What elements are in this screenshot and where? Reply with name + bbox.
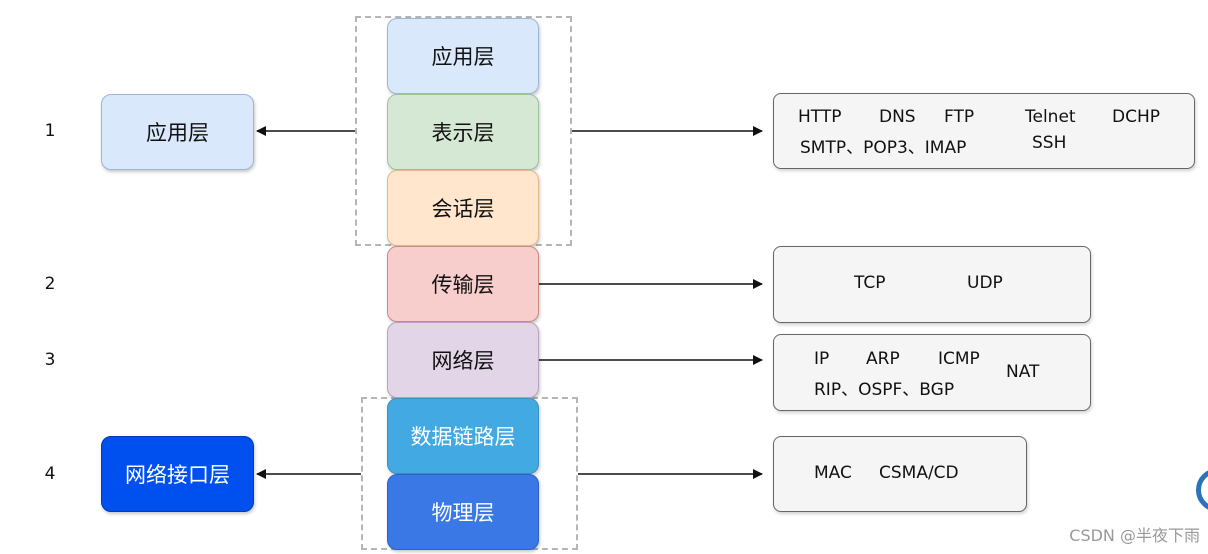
protocol-nat: NAT [1006,362,1040,382]
protocol-icmp: ICMP [938,349,980,369]
transport-protocols-box: TCP UDP [773,246,1091,323]
osi-application-layer: 应用层 [387,18,539,94]
protocol-smtp-pop3-imap: SMTP、POP3、IMAP [800,138,967,158]
protocol-ssh: SSH [1032,133,1067,153]
osi-presentation-layer: 表示层 [387,94,539,170]
link-protocols-box: MAC CSMA/CD [773,436,1027,512]
layer-number-1: 1 [44,121,56,141]
layer-number-3: 3 [44,350,56,370]
protocol-tcp: TCP [854,273,886,293]
network-protocols-box: IP ARP ICMP RIP、OSPF、BGP NAT [773,334,1091,411]
tcpip-network-interface-layer: 网络接口层 [101,436,254,512]
osi-network-layer: 网络层 [387,322,539,398]
tcpip-application-layer: 应用层 [101,94,254,170]
protocol-udp: UDP [967,273,1003,293]
osi-data-link-layer: 数据链路层 [387,398,539,474]
watermark: CSDN @半夜下雨 [1069,526,1200,545]
protocol-dchp: DCHP [1112,107,1160,127]
layer-number-2: 2 [44,274,56,294]
application-protocols-box: HTTP DNS FTP Telnet DCHP SMTP、POP3、IMAP … [773,93,1195,169]
protocol-mac: MAC [814,463,852,483]
osi-session-layer: 会话层 [387,170,539,246]
osi-physical-layer: 物理层 [387,474,539,550]
protocol-csma-cd: CSMA/CD [879,463,959,483]
protocol-ftp: FTP [944,107,975,127]
protocol-ip: IP [814,349,830,369]
protocol-rip-ospf-bgp: RIP、OSPF、BGP [814,380,955,400]
protocol-http: HTTP [798,107,842,127]
protocol-dns: DNS [879,107,916,127]
layer-number-4: 4 [44,464,56,484]
protocol-telnet: Telnet [1025,107,1076,127]
protocol-arp: ARP [866,349,900,369]
osi-transport-layer: 传输层 [387,246,539,322]
